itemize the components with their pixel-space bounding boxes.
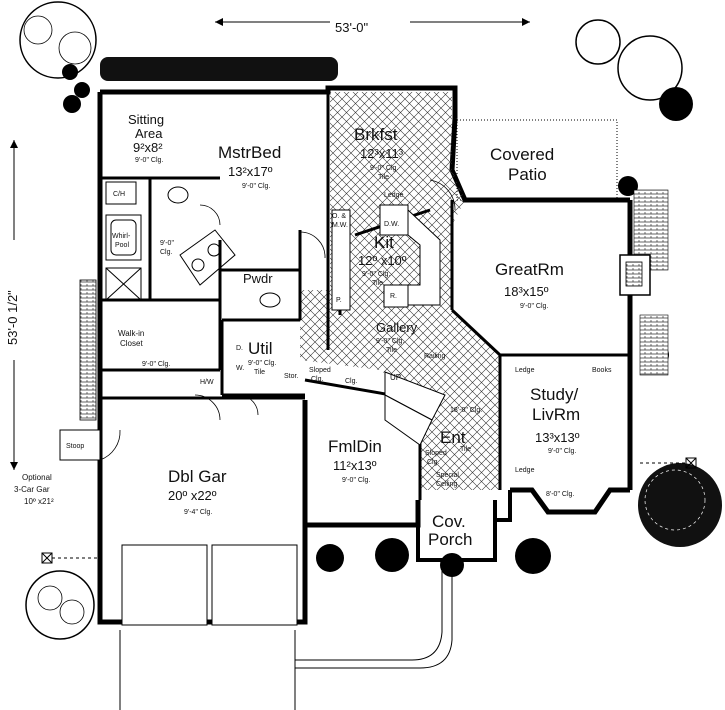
dw-label: D.W. — [384, 221, 399, 228]
clg-label: Clg. — [345, 378, 358, 385]
door-swings — [99, 179, 456, 461]
brkfst-tile: Tile — [378, 174, 389, 181]
kit-size: 12º x10º — [358, 253, 407, 268]
ent-name: Ent — [440, 428, 466, 447]
study-name: Study/ — [530, 385, 578, 404]
pwdr-name: Pwdr — [243, 271, 273, 286]
master-clg: 9'-0" Clg. — [242, 183, 270, 190]
bay-clg: 8'-0" Clg. — [546, 491, 574, 498]
mw-label: M.W. — [332, 222, 348, 229]
kitchen-counters — [331, 204, 441, 311]
kit-name: Kit — [374, 233, 394, 252]
whirl-label: Whirl- — [112, 233, 131, 240]
walkin-name: Walk-in — [118, 329, 144, 338]
optional-line1: Optional — [22, 473, 52, 482]
bath-fixtures — [105, 181, 281, 308]
util-name: Util — [248, 339, 273, 358]
fmldin-clg: 9'-0" Clg. — [342, 477, 370, 484]
books-label: Books — [592, 367, 612, 374]
garage-size: 20º x22º — [168, 488, 217, 503]
depth-label: 53'-0 1/2" — [5, 290, 20, 345]
sloped-1: Sloped — [309, 367, 331, 374]
ch-label: C/H — [113, 191, 125, 198]
d-label: D. — [236, 345, 243, 352]
sitting-name2: Area — [135, 126, 163, 141]
util-tile: Tile — [254, 369, 265, 376]
brkfst-size: 12³x11³ — [360, 146, 404, 161]
sitting-name: Sitting — [128, 112, 164, 127]
garage-name: Dbl Gar — [168, 467, 227, 486]
optional-line2: 3-Car Gar — [14, 485, 50, 494]
hw-label: H/W — [200, 379, 214, 386]
garage-doors — [121, 544, 298, 626]
w-label: W. — [236, 365, 244, 372]
depth-dimension — [10, 140, 18, 470]
special-1: Special — [436, 472, 459, 479]
study-name2: LivRm — [532, 405, 580, 424]
gallery-tile: Tile — [386, 347, 397, 354]
kit-clg: 9'-0" Clg. — [362, 271, 390, 278]
ref-label: R. — [390, 293, 397, 300]
porch-name2: Porch — [428, 530, 472, 549]
stor-label: Stor. — [284, 373, 298, 380]
bath-clg2: Clg. — [160, 249, 173, 256]
master-name: MstrBed — [218, 143, 281, 162]
pantry-label: P. — [336, 297, 342, 304]
kit-tile: Tile — [372, 280, 383, 287]
study-size: 13³x13º — [535, 430, 580, 445]
railing-label: Railing — [424, 353, 446, 360]
ent-clg: 18'-0" Clg. — [450, 407, 482, 414]
landscaping — [19, 1, 722, 640]
sloped-1b: Clg. — [311, 376, 324, 383]
kit-ledge: Ledge — [384, 192, 404, 199]
fireplace — [619, 254, 651, 296]
patio-name: Covered — [490, 145, 554, 164]
width-dimension — [215, 18, 530, 26]
pool-label: Pool — [115, 242, 129, 249]
walkin-clg: 9'-0" Clg. — [142, 361, 170, 368]
great-clg: 9'-0" Clg. — [520, 303, 548, 310]
gallery-name: Gallery — [376, 320, 418, 335]
fmldin-size: 11²x13º — [333, 458, 377, 473]
sloped-2b: Clg. — [427, 459, 440, 466]
garage-clg: 9'-4" Clg. — [184, 509, 212, 516]
util-clg: 9'-0" Clg. — [248, 360, 276, 367]
sitting-clg: 9'-0" Clg. — [135, 157, 163, 164]
brkfst-clg: 9'-0" Clg. — [370, 165, 398, 172]
stoop-label: Stoop — [66, 443, 84, 450]
great-name: GreatRm — [495, 260, 564, 279]
ledge-1: Ledge — [515, 367, 535, 374]
hose-bibs — [41, 457, 697, 564]
ent-tile: Tile — [460, 446, 471, 453]
oven-label: O. & — [332, 213, 346, 220]
width-label: 53'-0" — [335, 20, 369, 35]
porch-name: Cov. — [432, 512, 466, 531]
master-size: 13²x17º — [228, 164, 273, 179]
study-clg: 9'-0" Clg. — [548, 448, 576, 455]
driveway — [119, 560, 453, 710]
special-2: Ceiling — [436, 481, 458, 488]
gallery-clg: 9'-0" Clg. — [376, 338, 404, 345]
up-label: UP — [390, 373, 401, 382]
stoop-slab — [59, 429, 101, 461]
labels: 53'-0" 53'-0 1/2" Sitting Area 9²x8² 9'-… — [5, 20, 612, 549]
ledge-2: Ledge — [515, 467, 535, 474]
brkfst-name: Brkfst — [354, 125, 398, 144]
bath-clg: 9'-0" — [160, 240, 174, 247]
patio-name2: Patio — [508, 165, 547, 184]
sitting-size: 9²x8² — [133, 140, 163, 155]
optional-line3: 10º x21² — [24, 497, 54, 506]
stairs — [384, 371, 446, 446]
fmldin-name: FmlDin — [328, 437, 382, 456]
walkin-name2: Closet — [120, 339, 143, 348]
sloped-2: Sloped — [425, 450, 447, 457]
great-size: 18³x15º — [504, 284, 549, 299]
